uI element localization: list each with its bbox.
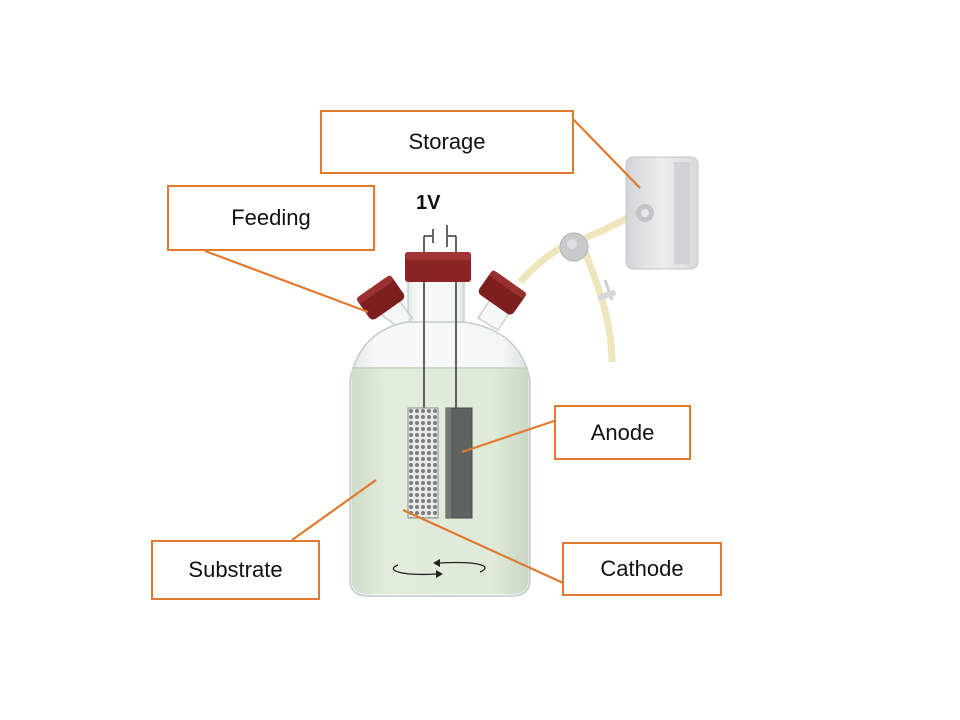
anode-label-text: Anode [590,419,655,445]
feeding-label: Feeding [167,185,375,251]
feeding-label-text: Feeding [231,205,311,230]
leader-lines [204,117,641,589]
leader-anode [461,419,555,454]
anode-label: Anode [554,405,691,460]
storage-label: Storage [320,110,574,174]
storage-label-text: Storage [408,129,486,154]
cathode-label-text: Cathode [600,556,684,581]
voltage-label: 1V [416,192,441,214]
valve-icon [559,232,589,262]
leader-feeding [204,249,369,314]
leader-cathode [402,508,573,589]
stopper-icon [405,252,471,282]
leader-storage [571,117,641,189]
stir-arrows-icon [392,559,486,578]
substrate-label-text: Substrate [188,557,283,582]
cathode-label: Cathode [562,542,722,596]
bottle-icon [349,269,531,597]
cathode-mesh-icon [407,407,439,519]
cap-icon [356,270,527,320]
battery-symbol-icon [432,225,448,247]
storage-bag-icon [625,156,699,270]
substrate-label: Substrate [151,540,320,600]
anode-plate-icon [445,407,473,519]
leader-substrate [291,479,377,541]
